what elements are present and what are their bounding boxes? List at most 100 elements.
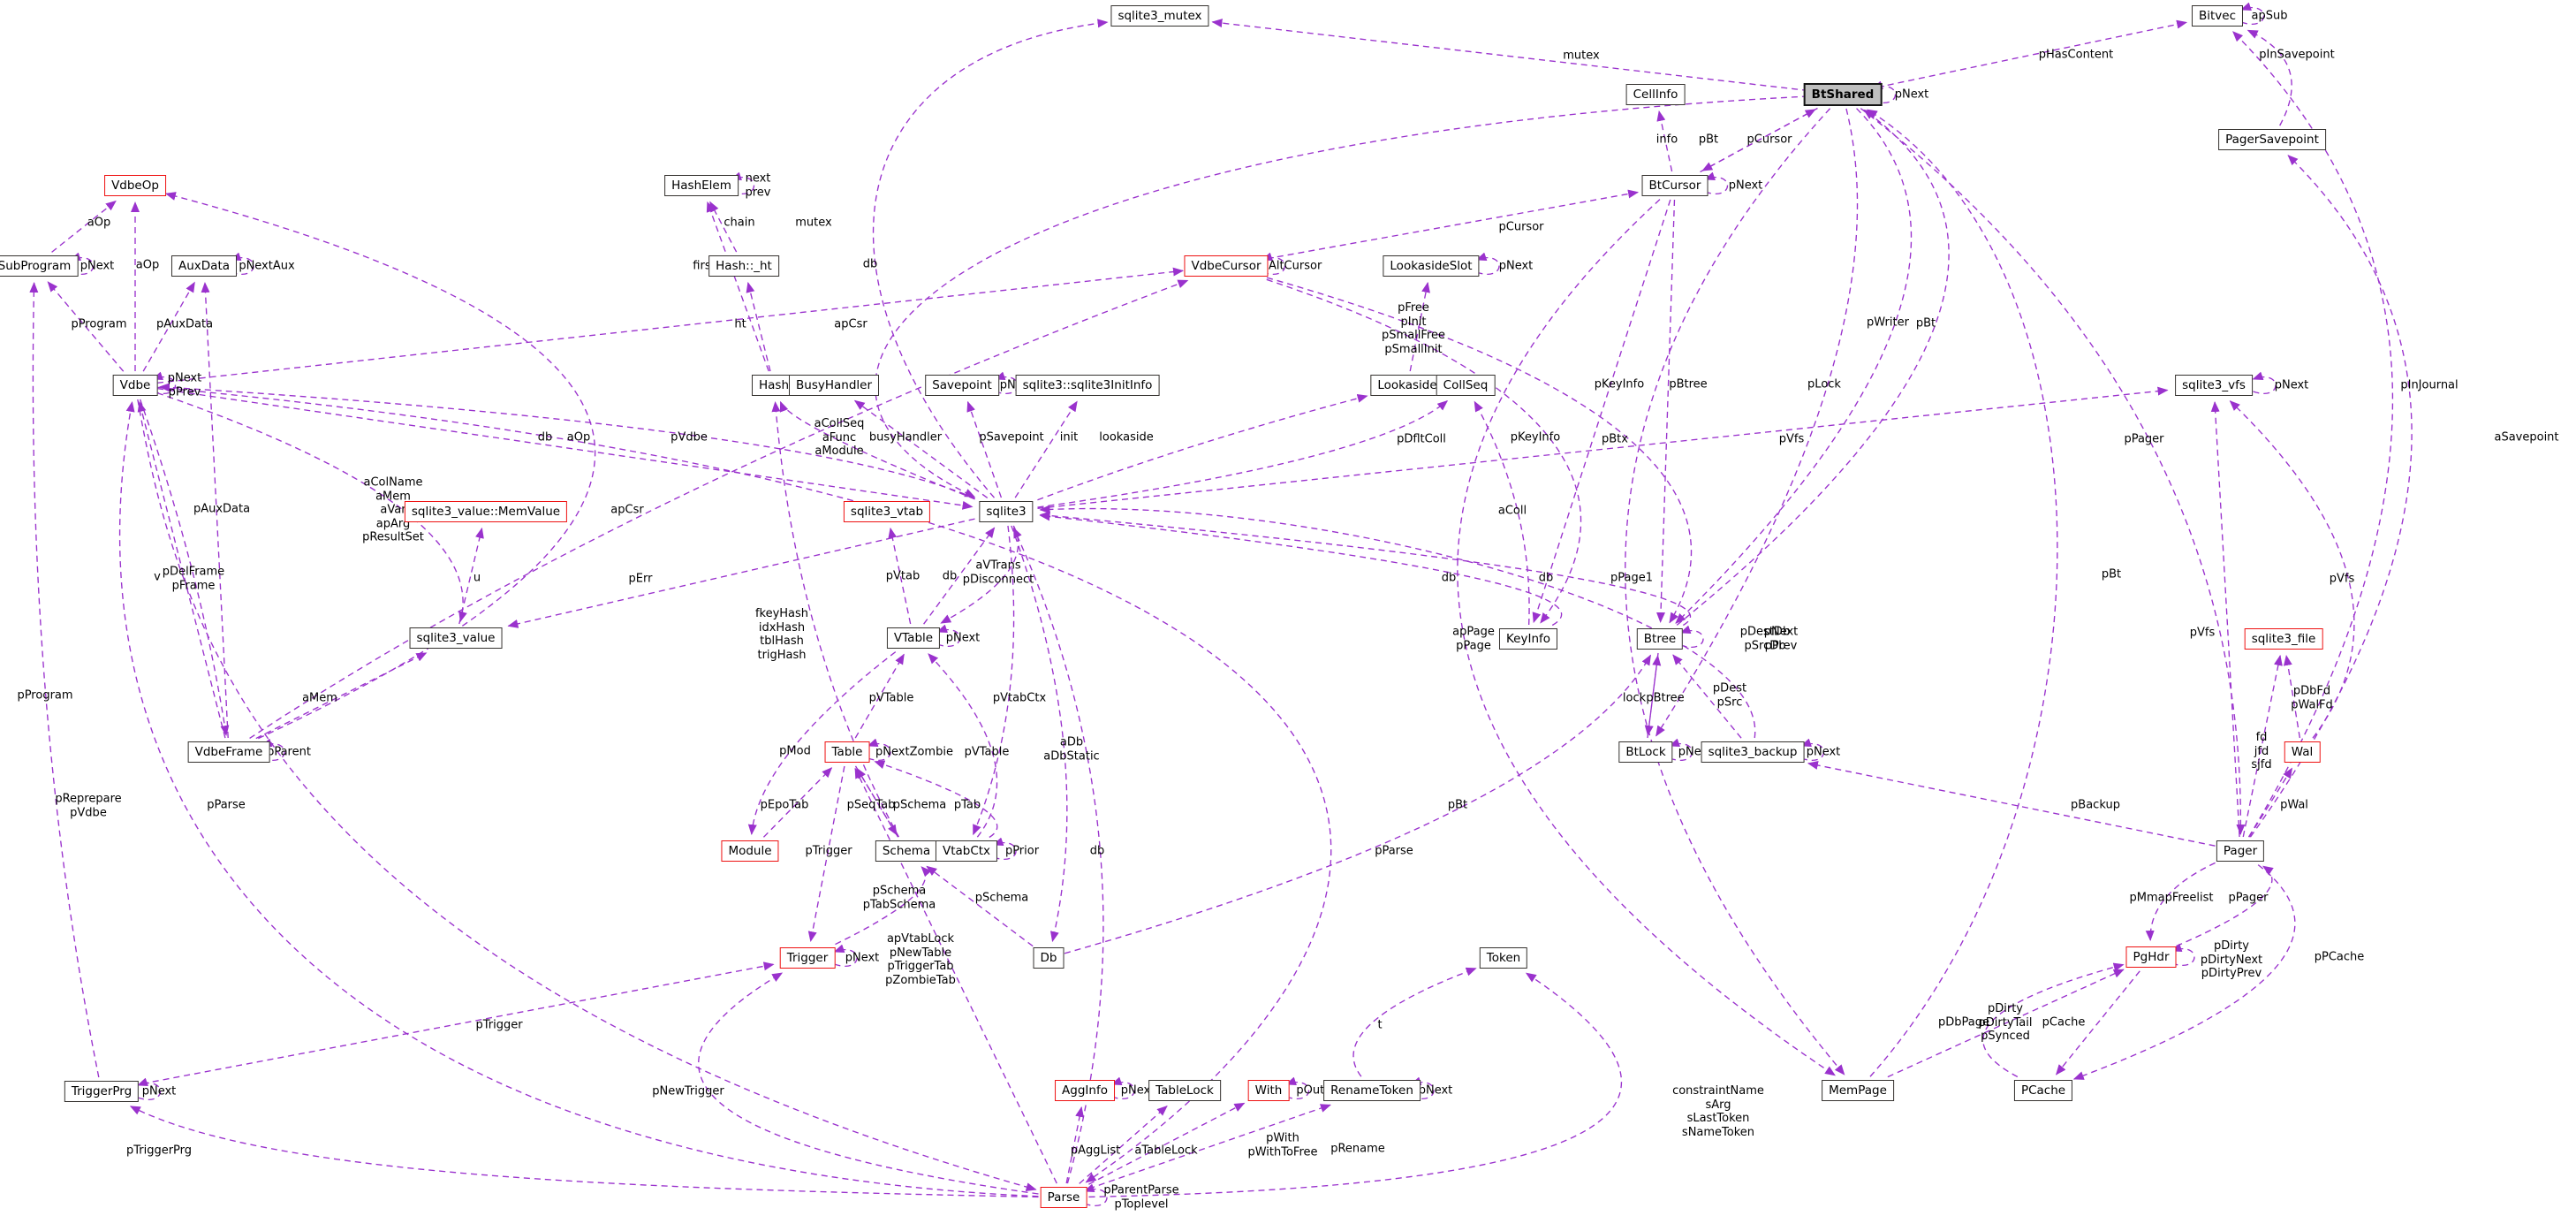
node-PagerSavepoint[interactable]: PagerSavepoint <box>2218 129 2326 150</box>
edge <box>807 765 845 943</box>
node-CollSeq[interactable]: CollSeq <box>1436 375 1496 396</box>
edge <box>1876 19 2188 88</box>
node-AuxData[interactable]: AuxData <box>170 255 238 277</box>
edge <box>158 383 975 499</box>
edge <box>966 400 1003 498</box>
node-BtShared[interactable]: BtShared <box>1803 83 1883 106</box>
edge <box>1679 625 1704 648</box>
node-CellInfo[interactable]: CellInfo <box>1625 84 1686 105</box>
edge <box>156 391 467 623</box>
node-BtCursor[interactable]: BtCursor <box>1641 175 1708 196</box>
node-With[interactable]: With <box>1247 1080 1290 1101</box>
node-KeyInfo[interactable]: KeyInfo <box>1498 628 1558 650</box>
node-BusyHandler[interactable]: BusyHandler <box>789 375 879 396</box>
node-sqlite3_file[interactable]: sqlite3_file <box>2244 628 2323 650</box>
node-sqlite3_value[interactable]: sqlite3_value <box>409 627 503 649</box>
edge <box>1625 108 1845 1075</box>
edge <box>1037 386 2169 509</box>
node-Lookaside[interactable]: Lookaside <box>1370 375 1444 396</box>
node-Table[interactable]: Table <box>824 741 870 763</box>
node-VdbeOp[interactable]: VdbeOp <box>104 175 166 196</box>
node-AggInfo[interactable]: AggInfo <box>1055 1080 1115 1101</box>
node-Vdbe[interactable]: Vdbe <box>112 375 158 396</box>
edge <box>1211 19 1809 92</box>
edge <box>142 281 195 372</box>
node-Hash[interactable]: Hash <box>751 375 797 396</box>
node-Hash_ht[interactable]: Hash::_ht <box>708 255 779 277</box>
edge <box>872 19 1109 498</box>
node-Trigger[interactable]: Trigger <box>779 947 836 969</box>
node-Token[interactable]: Token <box>1479 947 1528 969</box>
edge <box>926 865 1034 947</box>
edge <box>2248 767 2293 838</box>
edge <box>973 525 1015 836</box>
node-sqlite3_vtab[interactable]: sqlite3_vtab <box>843 501 931 522</box>
edge <box>706 201 769 372</box>
edge <box>1039 512 1563 627</box>
edge <box>2072 864 2296 1080</box>
edge <box>1675 108 1913 624</box>
node-TriggerPrg[interactable]: TriggerPrg <box>64 1081 140 1102</box>
edge <box>854 767 1057 1184</box>
edge <box>507 518 975 628</box>
edge <box>1656 110 1673 172</box>
edge <box>29 281 100 1078</box>
edge <box>1647 654 1662 739</box>
node-BtLock[interactable]: BtLock <box>1618 741 1673 763</box>
edge <box>1079 1105 1168 1184</box>
node-sqlite3_vfs[interactable]: sqlite3_vfs <box>2175 375 2253 396</box>
edge <box>1083 1183 1108 1206</box>
edge <box>923 527 996 625</box>
edge <box>709 201 738 253</box>
node-Module[interactable]: Module <box>721 840 779 862</box>
node-Bitvec[interactable]: Bitvec <box>2191 5 2244 27</box>
edge <box>1532 199 1671 624</box>
node-Db[interactable]: Db <box>1033 947 1064 969</box>
edge <box>2145 862 2216 941</box>
node-Parse[interactable]: Parse <box>1040 1187 1087 1208</box>
edge <box>1457 199 1836 1076</box>
edge <box>1065 1106 1085 1184</box>
edge <box>1088 972 1623 1198</box>
node-VTable[interactable]: VTable <box>886 627 941 649</box>
edge <box>928 653 998 838</box>
node-Schema[interactable]: Schema <box>875 840 938 862</box>
node-VtabCtx[interactable]: VtabCtx <box>935 840 998 862</box>
edge <box>835 866 932 946</box>
node-HashElem[interactable]: HashElem <box>664 175 739 196</box>
node-Wal[interactable]: Wal <box>2284 741 2321 763</box>
edge <box>141 961 775 1084</box>
edge <box>2171 943 2195 966</box>
edge <box>874 760 998 839</box>
node-MemPage[interactable]: MemPage <box>1822 1080 1894 1101</box>
node-RenameToken[interactable]: RenameToken <box>1323 1080 1421 1101</box>
node-sqlite3[interactable]: sqlite3 <box>979 501 1034 522</box>
node-Savepoint[interactable]: Savepoint <box>925 375 999 396</box>
node-TableLock[interactable]: TableLock <box>1148 1080 1221 1101</box>
node-sqlite3InitInfo[interactable]: sqlite3::sqlite3InitInfo <box>1015 375 1160 396</box>
edge <box>1039 505 1756 739</box>
edge <box>1704 171 1728 194</box>
node-Pager[interactable]: Pager <box>2216 840 2265 862</box>
edge <box>853 399 989 498</box>
node-sqlite3_backup[interactable]: sqlite3_backup <box>1701 741 1805 763</box>
edge <box>1475 252 1500 275</box>
edge <box>2249 155 2413 838</box>
node-sqlite3_mutex[interactable]: sqlite3_mutex <box>1110 5 1209 27</box>
edge <box>1676 109 1950 626</box>
edge <box>1669 738 1693 761</box>
node-LookasideSlot[interactable]: LookasideSlot <box>1383 255 1480 277</box>
edge <box>1037 399 1449 508</box>
node-VdbeCursor[interactable]: VdbeCursor <box>1184 255 1269 277</box>
edge <box>70 252 94 275</box>
edge <box>2176 865 2274 947</box>
node-PgHdr[interactable]: PgHdr <box>2125 946 2177 968</box>
node-Btree[interactable]: Btree <box>1636 628 1684 650</box>
node-PCache[interactable]: PCache <box>2013 1080 2073 1101</box>
node-MemValue[interactable]: sqlite3_value::MemValue <box>404 501 568 522</box>
edge <box>747 651 897 836</box>
node-VdbeFrame[interactable]: VdbeFrame <box>187 741 270 763</box>
edge <box>51 200 117 253</box>
node-SubProgram[interactable]: SubProgram <box>0 255 79 277</box>
edge <box>1701 107 1818 171</box>
